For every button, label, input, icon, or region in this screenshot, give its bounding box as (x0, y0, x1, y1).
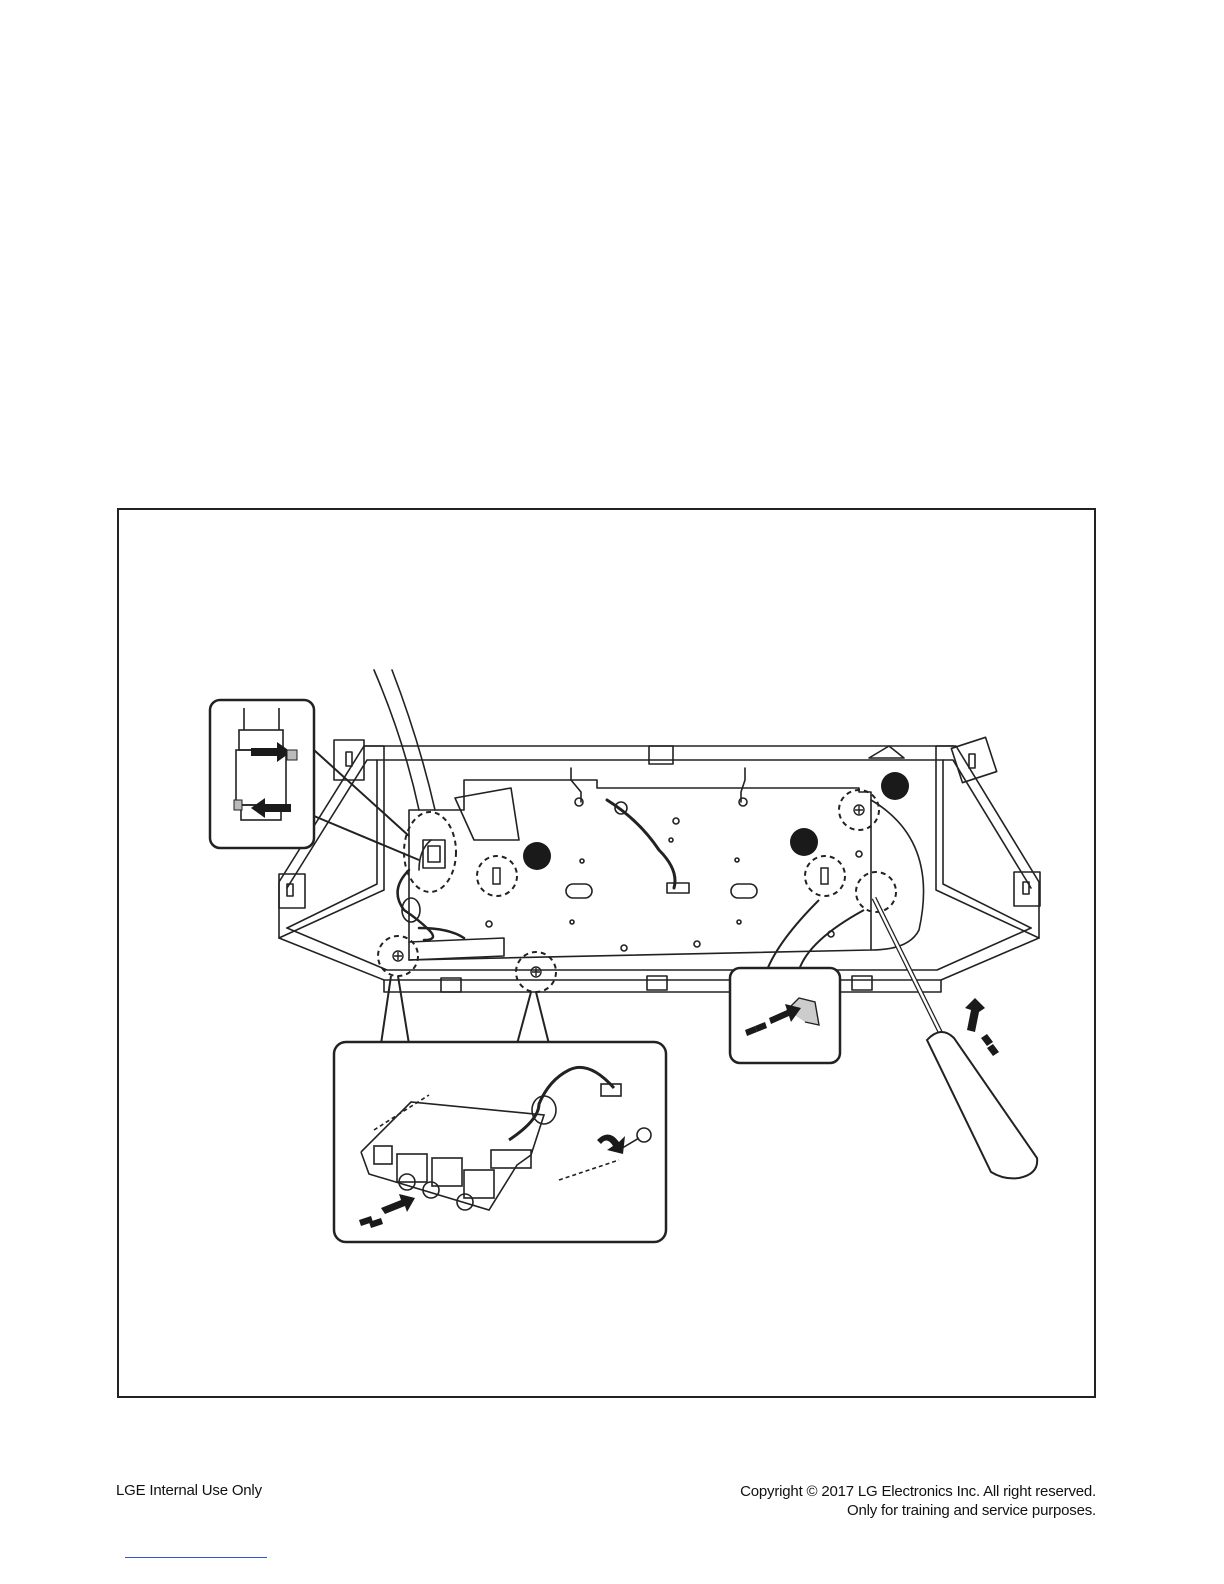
connector-callout-circle (404, 812, 456, 892)
footer-copyright: Copyright © 2017 LG Electronics Inc. All… (740, 1482, 1096, 1520)
step-marker-middle-right (790, 828, 818, 856)
inset-connector-release (210, 700, 419, 860)
screwdriver-icon (874, 898, 1037, 1178)
footer-link-underline[interactable] (125, 1557, 267, 1558)
wire-harness (607, 800, 689, 893)
step-marker-left (523, 842, 551, 870)
left-wire-harness (398, 870, 464, 940)
copyright-line-2: Only for training and service purposes. (740, 1501, 1096, 1520)
copyright-line-1: Copyright © 2017 LG Electronics Inc. All… (740, 1482, 1096, 1501)
hook-callout-circle-left (477, 856, 517, 896)
hook-callout-circle-right (805, 856, 845, 896)
ribbon-cable (374, 670, 519, 840)
inset-hook-release (730, 900, 864, 1063)
footer-internal-use: LGE Internal Use Only (116, 1482, 262, 1499)
step-marker-top-right (881, 772, 909, 800)
step-markers (523, 772, 909, 870)
inset-jack-board-removal (334, 976, 666, 1242)
main-pcb (409, 768, 924, 960)
push-arrow-icon (965, 998, 999, 1056)
disassembly-illustration (119, 510, 1098, 1400)
disassembly-figure (117, 508, 1096, 1398)
